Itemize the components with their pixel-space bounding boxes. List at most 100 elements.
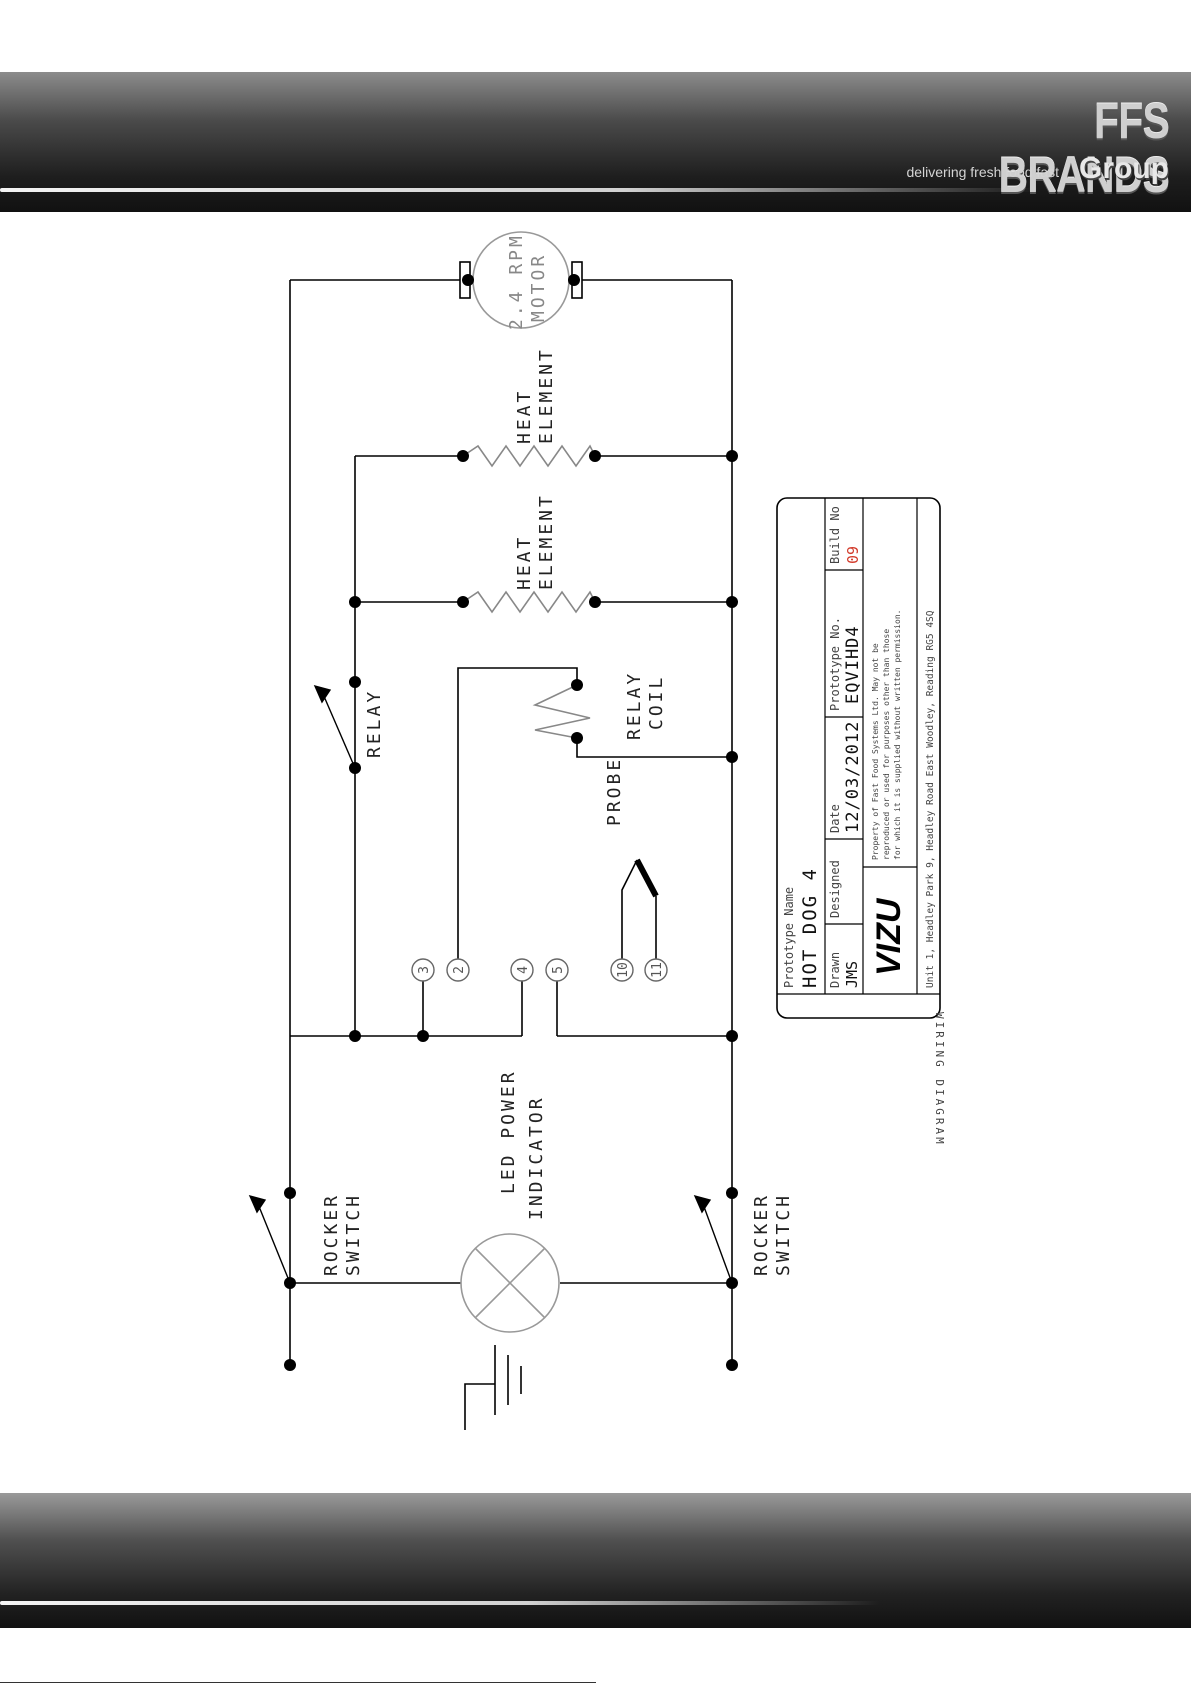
heat-element-1-resistor [462,444,596,468]
header-swoosh [0,188,1040,192]
terminal-5 [545,958,569,982]
title-block: WIRING DIAGRAM Prototype Name HOT DOG 4 … [776,497,946,1147]
node [349,1030,361,1042]
footer-swoosh [0,1601,880,1605]
earth-symbol [494,1345,522,1415]
address-line: Unit 1, Headley Park 9, Headley Road Eas… [925,610,936,988]
node [726,1277,738,1289]
drawn-label: Drawn [828,952,842,988]
led-indicator-symbol [460,1233,560,1333]
brand-tagline: delivering fresh food fast [906,164,1059,180]
rocker-left-arrow [248,1194,267,1214]
node [284,1277,296,1289]
build-no-label: Build No [828,506,842,564]
rocker-right-arrow [693,1194,712,1214]
node [349,596,361,608]
node [349,762,361,774]
node [726,751,738,763]
node [457,596,469,608]
motor-label: MOTOR [528,253,549,322]
led-label: INDICATOR [526,1095,547,1220]
rocker-left-label: ROCKER [321,1193,342,1276]
ffs-brands-logo: FFS BRANDS delivering fresh food fast Gr… [899,94,1169,202]
terminal-11 [644,958,668,982]
rocker-right-blade [702,1203,733,1284]
date-value: 12/03/2012 [843,721,863,833]
node [726,596,738,608]
relay-label: RELAY [364,689,385,758]
relay-arrow [313,684,332,704]
probe-lead-1 [621,859,638,960]
terminal-2 [446,958,470,982]
node [726,1187,738,1199]
brand-name: FFS BRANDS [998,93,1170,203]
vizu-logo: VIZU [870,897,908,976]
property-notice: for which it is supplied without written… [893,610,902,860]
node [417,1030,429,1042]
probe-label: PROBE [604,757,625,826]
heat-element-2-resistor [462,590,596,614]
rocker-right-label: SWITCH [773,1193,794,1276]
motor-speed-label: 2.4 RPM [506,233,527,330]
node [284,1359,296,1371]
relay-coil-symbol [532,684,591,739]
terminal-label: 10 [616,962,631,978]
prototype-name-label: Prototype Name [782,887,796,988]
footer-rule [0,1682,596,1683]
node [571,679,583,691]
node [726,1359,738,1371]
rocker-left-label: SWITCH [343,1193,364,1276]
terminal-label: 5 [551,966,566,974]
led-label: LED POWER [498,1069,519,1194]
property-notice: reproduced or used for purposes other th… [882,629,891,860]
terminal-label: 3 [417,966,432,974]
rocker-left-blade [257,1203,291,1284]
prototype-name-value: HOT DOG 4 [799,867,821,988]
terminal-label: 11 [650,962,665,978]
node [726,450,738,462]
relay-blade [322,693,356,769]
terminal-label: 2 [452,966,467,974]
title-block-text: WIRING DIAGRAM Prototype Name HOT DOG 4 … [782,506,946,1147]
footer-band [0,1493,1191,1628]
relay-coil-label: RELAY [624,671,645,740]
probe-blade [634,858,659,898]
node [457,450,469,462]
node [349,676,361,688]
property-notice: Property of Fast Food Systems Ltd. May n… [871,643,880,860]
build-no-value: 09 [844,546,862,564]
prototype-no-label: Prototype No. [828,617,842,711]
date-label: Date [828,804,842,833]
terminal-label: 4 [516,966,531,974]
terminal-10 [610,958,634,982]
terminal-4 [510,958,534,982]
node [462,274,474,286]
terminal-labels: 3 2 4 5 10 11 [417,962,665,978]
relay-coil-label: COIL [646,675,667,730]
heat-element-2-label: ELEMENT [536,493,557,590]
terminal-circles [411,958,668,982]
junction-nodes [284,274,738,1371]
title-block-frame [776,497,941,1019]
node [284,1187,296,1199]
earth-wire [464,1383,495,1430]
node [568,274,580,286]
heat-element-1-label: HEAT [514,389,535,444]
relay-coil-feed-wire [457,667,578,960]
node [726,1030,738,1042]
heat-element-2-label: HEAT [514,535,535,590]
relay-coil-return-wire [576,738,732,758]
node [571,732,583,744]
rocker-right-label: ROCKER [751,1193,772,1276]
drawn-value: JMS [843,961,861,988]
switch-symbols [248,684,733,1284]
heat-element-1-label: ELEMENT [536,347,557,444]
node [589,596,601,608]
brand-group: Group [1079,152,1169,185]
terminal-3 [411,958,435,982]
designed-label: Designed [828,860,842,918]
wiring-diagram-side-label: WIRING DIAGRAM [933,1012,946,1147]
title-block-grid [777,498,940,995]
prototype-no-value: EQVIHD4 [843,625,863,704]
